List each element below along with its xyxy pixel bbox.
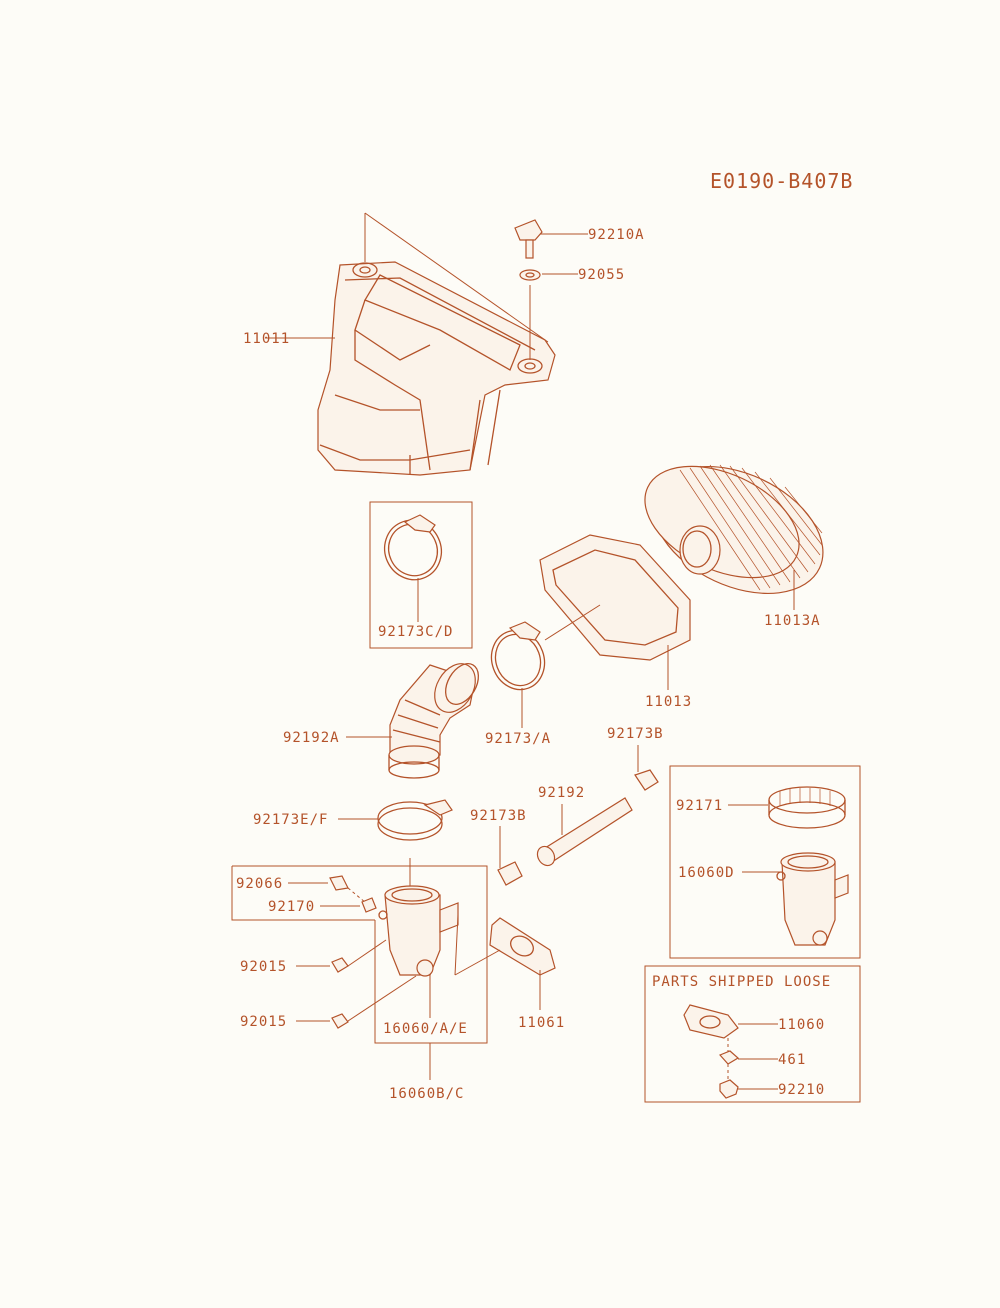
loose-nut-part [719, 1079, 739, 1099]
label-92015-upper: 92015 [240, 959, 287, 975]
label-11013A: 11013A [764, 613, 821, 629]
nut-upper-part [331, 957, 349, 973]
label-16060AE: 16060/A/E [383, 1021, 468, 1037]
hose-clamp-e-f-part [377, 799, 453, 841]
label-92210: 92210 [778, 1082, 825, 1098]
fuel-hose-part [536, 797, 633, 867]
foam-precleaner-part [539, 534, 691, 661]
label-92173EF: 92173E/F [253, 812, 328, 828]
label-92066: 92066 [236, 876, 283, 892]
label-92173CD: 92173C/D [378, 624, 453, 640]
wing-bolt-part [514, 219, 543, 259]
label-92192: 92192 [538, 785, 585, 801]
washer-part [519, 269, 541, 281]
label-92015-lower: 92015 [240, 1014, 287, 1030]
screw-part [361, 897, 377, 913]
intake-pipe-part [378, 885, 459, 977]
air-cleaner-cover-part [317, 261, 556, 476]
label-11011: 11011 [243, 331, 290, 347]
small-clamp-b-mid-part [497, 861, 523, 886]
label-92173B-top: 92173B [607, 726, 664, 742]
elbow-hose-part [388, 663, 480, 779]
label-92173B-mid: 92173B [470, 808, 527, 824]
loose-gasket-part [683, 1004, 739, 1039]
band-clamp-part [768, 786, 846, 829]
hose-clamp-a-part [490, 621, 546, 691]
parts-box-title: PARTS SHIPPED LOOSE [652, 974, 831, 990]
nut-lower-part [331, 1013, 349, 1029]
small-clamp-b-top-part [634, 769, 659, 791]
plug-part [329, 875, 349, 891]
label-11061: 11061 [518, 1015, 565, 1031]
label-92173A: 92173/A [485, 731, 551, 747]
alternate-parts-box [669, 765, 861, 959]
intake-pipe-d-part [776, 852, 849, 946]
loose-washer-part [718, 1050, 740, 1065]
label-92170: 92170 [268, 899, 315, 915]
hose-clamp-c-d-part [383, 514, 443, 581]
clamp-detail-box [369, 501, 473, 649]
label-92171: 92171 [676, 798, 723, 814]
diagram-id: E0190-B407B [710, 169, 853, 193]
label-92192A: 92192A [283, 730, 340, 746]
label-16060D: 16060D [678, 865, 735, 881]
label-461: 461 [778, 1052, 806, 1068]
paper-element-part [644, 464, 824, 595]
label-11060: 11060 [778, 1017, 825, 1033]
label-92055: 92055 [578, 267, 625, 283]
parts-shipped-loose-box [644, 965, 861, 1103]
gasket-part [489, 917, 556, 976]
label-11013: 11013 [645, 694, 692, 710]
label-16060BC: 16060B/C [389, 1086, 464, 1102]
label-92210A: 92210A [588, 227, 645, 243]
